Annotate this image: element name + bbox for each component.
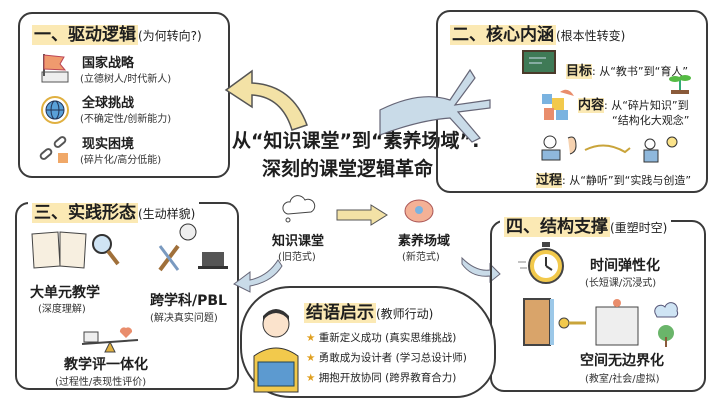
item-label: 国家战略: [82, 56, 135, 71]
item-label: 空间无边界化: [580, 353, 664, 369]
section1-title: 一、驱动逻辑(为何转向?): [32, 25, 202, 45]
item-label: 全球挑战: [82, 96, 135, 111]
item-desc: (长短课/沉浸式): [585, 278, 657, 289]
pbl-cycle-icon: [158, 223, 228, 272]
item-label: 大单元教学: [30, 285, 100, 301]
main-title: 从“知识课堂”到“素养场域”:: [232, 130, 480, 152]
brain-gear-icon: [404, 199, 434, 223]
student-listening-icon: [541, 135, 678, 163]
door-key-building-icon: [523, 298, 679, 347]
item-desc: (解决真实问题): [150, 313, 218, 324]
section2-title: 二、核心内涵(根本性转变): [450, 25, 626, 45]
star-icon: ★: [306, 352, 316, 364]
book-magnifier-icon: [31, 231, 120, 269]
item-desc: (过程性/表现性评价): [55, 377, 147, 388]
old-paradigm-label: 知识课堂: [272, 234, 325, 249]
main-subtitle: 深刻的课堂逻辑革命: [262, 158, 434, 180]
item-desc: (碎片化/高分低能): [80, 155, 162, 166]
broken-chain-icon: [39, 136, 68, 163]
process-row: 过程: 从“静听”到“实践与创造”: [536, 173, 692, 188]
old-paradigm-desc: (旧范式): [278, 252, 316, 263]
conclusion-title: 结语启示(教师行动): [304, 303, 434, 323]
section-driving-logic: [18, 12, 230, 178]
item-desc: (教室/社会/虚拟): [585, 374, 660, 385]
sprout-icon: [669, 75, 691, 94]
star-icon: ★: [306, 372, 316, 384]
puzzle-icon: [542, 89, 574, 120]
section3-title: 三、实践形态(生动样貌): [28, 198, 200, 223]
thought-cloud-icon: [282, 195, 316, 223]
new-paradigm-desc: (新范式): [402, 252, 440, 263]
section4-title: 四、结构支撑(重塑时空): [500, 212, 672, 237]
balance-scale-icon: [81, 327, 139, 353]
globe-icon: [41, 96, 69, 124]
item-label: 现实困境: [82, 137, 135, 152]
curved-arrow-blue-left: [233, 259, 283, 293]
item-desc: (不确定性/创新能力): [80, 114, 172, 125]
item-label: 跨学科/PBL: [150, 293, 227, 309]
teacher-icon: [253, 309, 299, 393]
chalkboard-icon: [522, 50, 556, 74]
conclusion-item: ★ 重新定义成功 (真实思维挑战): [306, 332, 457, 344]
item-desc: (深度理解): [38, 304, 86, 315]
content-row: 内容: 从“碎片知识”到: [578, 98, 689, 113]
goal-row: 目标: 从“教书”到“育人”: [566, 64, 689, 79]
item-label: 时间弹性化: [590, 258, 660, 274]
item-label: 教学评一体化: [64, 357, 148, 373]
conclusion-item: ★ 拥抱开放协同 (跨界教育合力): [306, 372, 457, 384]
conclusion-item: ★ 勇敢成为设计者 (学习总设计师): [306, 352, 467, 364]
star-icon: ★: [306, 332, 316, 344]
arrow-right-yellow: [336, 204, 388, 226]
curved-arrow-yellow: [224, 69, 308, 131]
content-row-line2: “结构化大观念”: [612, 114, 690, 127]
item-desc: (立德树人/时代新人): [80, 74, 172, 85]
stopwatch-icon: [518, 242, 564, 284]
new-paradigm-label: 素养场域: [398, 234, 451, 249]
branching-arrows: [379, 68, 491, 143]
flag-icon: [41, 54, 69, 83]
